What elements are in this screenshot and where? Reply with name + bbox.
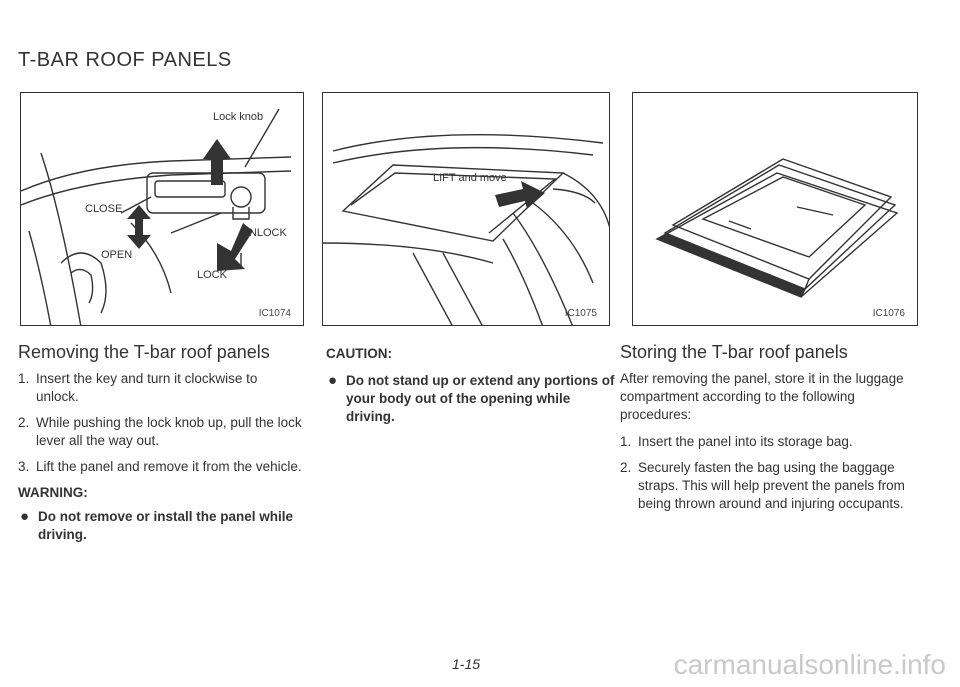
step-number: 3. xyxy=(18,459,30,474)
figure-code: IC1075 xyxy=(564,308,597,319)
storing-heading: Storing the T-bar roof panels xyxy=(620,342,848,362)
caution-label: CAUTION: xyxy=(326,346,392,361)
figure-lock-knob: Lock knob CLOSE OPEN UNLOCK LOCK IC1074 xyxy=(20,92,304,326)
close-label: CLOSE xyxy=(85,203,123,215)
step-text: Insert the panel into its storage bag. xyxy=(638,434,853,449)
list-item: 1. Insert the key and turn it clockwise … xyxy=(18,370,303,406)
warning-text: Do not remove or install the panel while… xyxy=(38,509,294,542)
warning-bullet: ● Do not remove or install the panel whi… xyxy=(18,508,303,544)
step-text: While pushing the lock knob up, pull the… xyxy=(36,415,302,448)
lock-label: LOCK xyxy=(197,269,227,281)
lock-knob-illustration xyxy=(21,108,292,325)
step-number: 1. xyxy=(620,434,632,449)
lock-knob-label: Lock knob xyxy=(213,111,264,123)
figure-stored-panels: IC1076 xyxy=(632,92,918,326)
step-text: Lift the panel and remove it from the ve… xyxy=(36,459,302,474)
bullet-icon: ● xyxy=(20,508,30,525)
storing-intro: After removing the panel, store it in th… xyxy=(620,371,904,422)
lift-and-move-label: LIFT and move xyxy=(433,172,507,184)
stored-panels-illustration xyxy=(655,158,899,298)
step-text: Securely fasten the bag using the baggag… xyxy=(638,460,905,511)
step-number: 2. xyxy=(18,415,30,430)
watermark: carmanualsonline.info xyxy=(673,649,946,680)
figure-code: IC1074 xyxy=(258,308,291,319)
figure-code: IC1076 xyxy=(872,308,905,319)
list-item: 3. Lift the panel and remove it from the… xyxy=(18,458,303,476)
storing-section: Storing the T-bar roof panels After remo… xyxy=(620,343,920,521)
caution-text: Do not stand up or extend any portions o… xyxy=(346,373,615,424)
list-item: 2. While pushing the lock knob up, pull … xyxy=(18,414,303,450)
list-item: 1. Insert the panel into its storage bag… xyxy=(620,433,920,451)
caution-bullet: ● Do not stand up or extend any portions… xyxy=(326,372,616,426)
removing-heading: Removing the T-bar roof panels xyxy=(18,342,270,362)
bullet-icon: ● xyxy=(328,372,338,389)
figure-lift-panel: LIFT and move IC1075 xyxy=(322,92,610,326)
open-label: OPEN xyxy=(101,249,133,261)
warning-label: WARNING: xyxy=(18,485,88,500)
unlock-label: UNLOCK xyxy=(241,227,287,239)
step-number: 2. xyxy=(620,460,632,475)
lift-panel-illustration xyxy=(323,133,609,325)
caution-section: CAUTION: ● Do not stand up or extend any… xyxy=(326,345,616,426)
page-number: 1-15 xyxy=(452,656,481,672)
step-number: 1. xyxy=(18,371,30,386)
page-title: T-BAR ROOF PANELS xyxy=(18,49,232,71)
removing-section: Removing the T-bar roof panels 1. Insert… xyxy=(18,343,303,544)
list-item: 2. Securely fasten the bag using the bag… xyxy=(620,459,920,513)
step-text: Insert the key and turn it clockwise to … xyxy=(36,371,258,404)
